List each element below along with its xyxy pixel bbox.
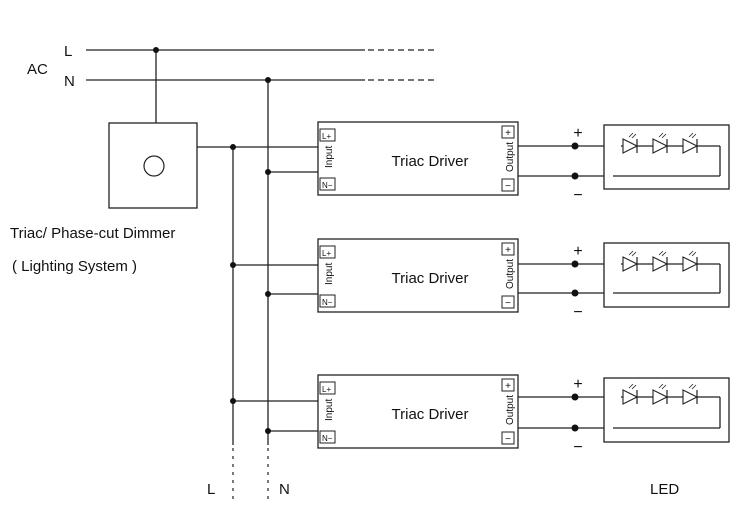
led-module-box — [603, 377, 730, 443]
driver-box — [317, 238, 519, 313]
driver-unit-1: L+ N− Input Triac Driver Output + − + − — [265, 121, 730, 204]
led-icon — [682, 250, 699, 272]
junction-dot — [265, 428, 271, 434]
terminal-n-label: N− — [322, 298, 333, 307]
ac-label: AC — [27, 61, 48, 78]
terminal-n — [319, 294, 336, 308]
junction-dot — [265, 169, 271, 175]
terminal-n-label: N− — [322, 434, 333, 443]
junction-dot — [230, 398, 236, 404]
terminal-plus-label: + — [505, 245, 511, 256]
output-minus-label: − — [573, 187, 582, 204]
led-icon — [622, 132, 639, 154]
output-plus-dot — [571, 142, 579, 150]
junction-dot — [265, 291, 271, 297]
output-plus-label: + — [573, 243, 582, 260]
bottom-neutral-label: N — [279, 481, 290, 498]
led-icon — [682, 383, 699, 405]
driver-box — [317, 374, 519, 449]
led-icon — [652, 383, 669, 405]
output-minus-dot — [571, 172, 579, 180]
driver-input-label: Input — [324, 263, 335, 285]
output-plus-dot — [571, 393, 579, 401]
junction-dot — [230, 262, 236, 268]
driver-title: Triac Driver — [392, 153, 469, 170]
driver-box — [317, 121, 519, 196]
junction-dot — [153, 47, 159, 53]
terminal-n — [319, 430, 336, 444]
terminal-l — [319, 128, 336, 142]
dimmer-knob-icon — [143, 155, 165, 177]
ac-neutral-label: N — [64, 73, 75, 90]
terminal-minus — [501, 178, 515, 192]
led-icon — [652, 250, 669, 272]
led-icon — [622, 383, 639, 405]
terminal-l-label: L+ — [322, 249, 331, 258]
output-plus-label: + — [573, 125, 582, 142]
terminal-minus — [501, 295, 515, 309]
terminal-l — [319, 245, 336, 259]
terminal-minus — [501, 431, 515, 445]
terminal-l — [319, 381, 336, 395]
output-minus-dot — [571, 424, 579, 432]
driver-unit-2: L+ N− Input Triac Driver Output + − + − — [230, 238, 730, 321]
driver-title: Triac Driver — [392, 406, 469, 423]
driver-output-label: Output — [505, 395, 516, 425]
terminal-minus-label: − — [505, 434, 511, 445]
terminal-l-label: L+ — [322, 132, 331, 141]
driver-input-label: Input — [324, 399, 335, 421]
driver-output-label: Output — [505, 142, 516, 172]
output-minus-label: − — [573, 439, 582, 456]
driver-output-label: Output — [505, 259, 516, 289]
dimmer-label: Triac/ Phase-cut Dimmer — [10, 225, 175, 242]
terminal-plus — [501, 378, 515, 392]
led-label: LED — [650, 481, 679, 498]
terminal-n — [319, 177, 336, 191]
led-module-box — [603, 242, 730, 308]
terminal-plus-label: + — [505, 128, 511, 139]
ac-line-label: L — [64, 43, 72, 60]
driver-input-label: Input — [324, 146, 335, 168]
led-icon — [652, 132, 669, 154]
junction-dot — [265, 77, 271, 83]
terminal-plus — [501, 125, 515, 139]
driver-title: Triac Driver — [392, 270, 469, 287]
bottom-line-label: L — [207, 481, 215, 498]
terminal-minus-label: − — [505, 298, 511, 309]
driver-unit-3: L+ N− Input Triac Driver Output + − + − — [230, 374, 730, 456]
terminal-minus-label: − — [505, 181, 511, 192]
dimmer-box — [108, 122, 198, 209]
led-icon — [682, 132, 699, 154]
output-plus-dot — [571, 260, 579, 268]
output-minus-label: − — [573, 304, 582, 321]
dimmer-sublabel: ( Lighting System ) — [12, 258, 137, 275]
terminal-l-label: L+ — [322, 385, 331, 394]
terminal-plus — [501, 242, 515, 256]
junction-dot — [230, 144, 236, 150]
output-minus-dot — [571, 289, 579, 297]
led-icon — [622, 250, 639, 272]
terminal-n-label: N− — [322, 181, 333, 190]
terminal-plus-label: + — [505, 381, 511, 392]
led-module-box — [603, 124, 730, 190]
output-plus-label: + — [573, 376, 582, 393]
